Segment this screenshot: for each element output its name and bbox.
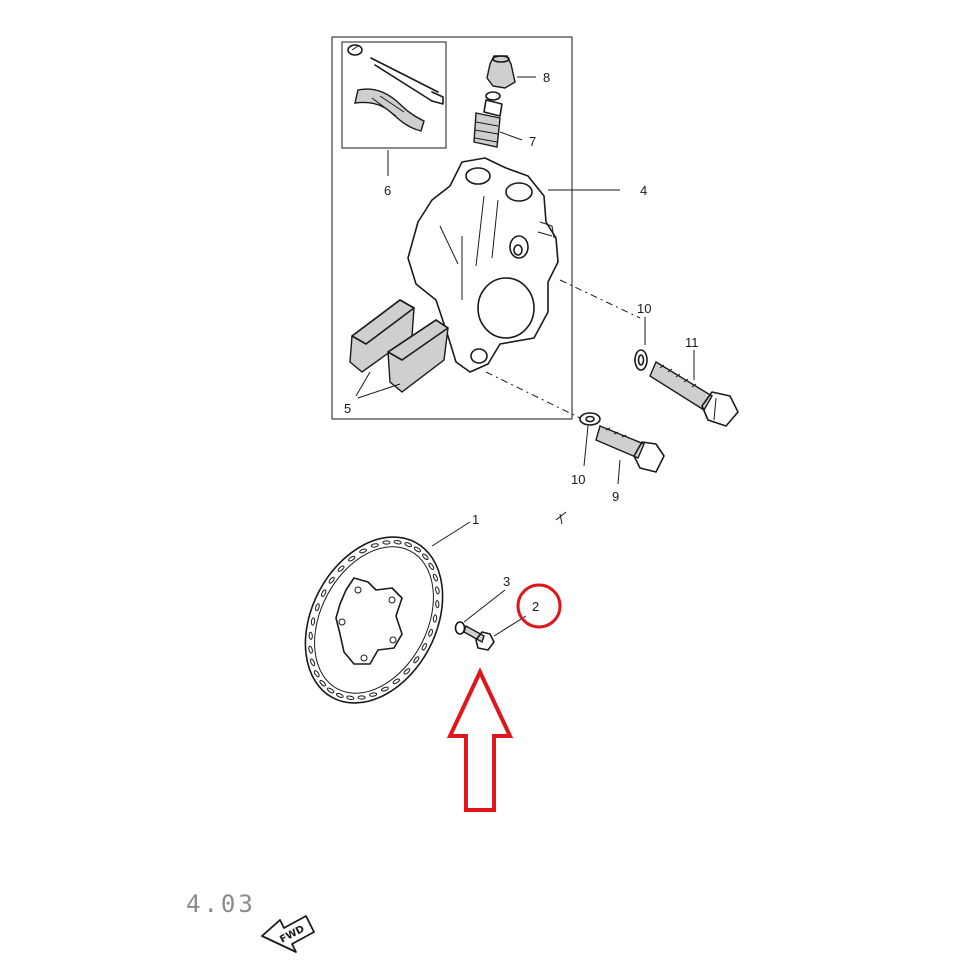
callout-6: 6 [384,183,391,198]
disc-hole [315,603,320,612]
disc-hole [432,614,438,623]
axis-line-lower [485,371,581,419]
callout-11: 11 [685,335,699,350]
caliper-assembly-box [331,36,573,420]
part-1-brake-disc: 1 [304,512,479,704]
disc-hole [393,539,402,545]
callout-7: 7 [529,134,536,149]
disc-hole [432,573,438,582]
disc-hole [403,668,411,675]
disc-hole [404,542,413,548]
disc-hole [308,631,313,640]
callout-1: 1 [472,512,479,527]
disc-hole [428,562,435,570]
part-9-bolt: 9 [595,425,665,504]
part-7-bleed-screw: 7 [473,91,536,149]
page-code: 4.03 [186,890,256,918]
up-arrow-icon [446,667,514,812]
part-6-pin-and-clip: 6 [347,44,444,198]
disc-hole [435,600,440,609]
disc-hole [370,543,379,548]
disc-hole [346,695,355,701]
callout-8: 8 [543,70,550,85]
part-11-bolt: 11 [649,335,739,427]
disc-hole [310,617,316,626]
disc-hole [369,692,378,697]
fwd-arrow-icon: FWD [261,915,315,953]
disc-hole [328,576,335,584]
disc-hole [335,692,344,698]
highlight-circle [516,583,562,629]
part-10-washer-lower: 10 [571,412,601,487]
disc-hole [421,553,429,561]
disc-hole [337,565,345,572]
disc-hole [435,586,440,595]
callout-2: 2 [532,599,539,614]
part-4-caliper-body: 4 [407,157,647,373]
callout-9: 9 [612,489,619,504]
callout-5: 5 [344,401,351,416]
part-5-brake-pads: 5 [344,299,449,416]
disc-hole [359,548,368,554]
disc-hole [347,555,356,562]
disc-hole [413,656,420,664]
callout-10-lower: 10 [571,472,585,487]
disc-hole [320,589,327,597]
part-2-disc-bolt: 2 [463,599,539,651]
part-10-washer-upper: 10 [634,301,651,371]
callout-4: 4 [640,183,647,198]
disc-hole [313,670,320,678]
part-8-bleed-cap: 8 [486,55,550,89]
disc-hole [357,695,366,700]
print-mark [555,511,567,525]
callout-10-upper: 10 [637,301,651,316]
disc-hole [308,645,313,654]
disc-hole [428,628,433,637]
disc-hole [382,540,391,545]
disc-hole [392,678,401,685]
disc-hole [380,686,389,692]
callout-3: 3 [503,574,510,589]
disc-hole [421,643,428,651]
disc-hole [326,687,335,694]
disc-hole [310,658,316,667]
disc-hole [319,679,327,687]
disc-cooling-holes [308,539,440,701]
axis-line-upper [559,279,641,319]
part-3-washer: 3 [454,574,510,635]
disc-hole [413,546,422,553]
